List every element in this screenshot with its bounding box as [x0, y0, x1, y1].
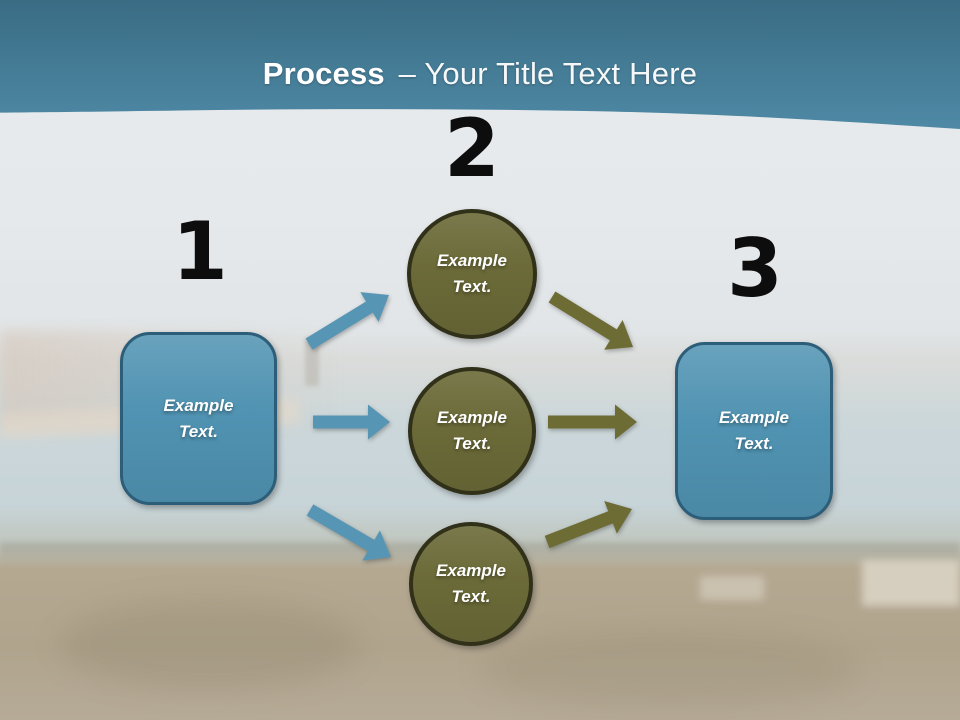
photo-tower — [305, 338, 319, 386]
process-circle-1-label: Example Text. — [437, 251, 507, 296]
title-rest: – Your Title Text Here — [398, 56, 698, 91]
process-circle-2-label: Example Text. — [437, 408, 507, 453]
process-circle-1: Example Text. — [407, 209, 537, 339]
photo-buildings — [862, 560, 960, 606]
header-banner — [0, 0, 960, 129]
process-box-3-label: Example Text. — [719, 408, 789, 453]
photo-buildings — [700, 576, 764, 600]
process-box-3: Example Text. — [675, 342, 833, 520]
step-number-3: 3 — [727, 222, 783, 315]
process-circle-2: Example Text. — [408, 367, 536, 495]
step-number-1: 1 — [172, 205, 228, 298]
photo-hill-patch — [60, 600, 360, 690]
header-wave-shape — [0, 0, 960, 129]
process-box-1-label: Example Text. — [163, 395, 234, 441]
process-circle-3: Example Text. — [409, 522, 533, 646]
title-emphasis: Process — [262, 56, 385, 91]
process-box-1: Example Text. — [120, 332, 277, 505]
slide-title: Process – Your Title Text Here — [0, 54, 960, 94]
step-number-2: 2 — [444, 102, 500, 195]
photo-hill-patch — [480, 630, 860, 710]
process-circle-3-label: Example Text. — [436, 561, 506, 606]
